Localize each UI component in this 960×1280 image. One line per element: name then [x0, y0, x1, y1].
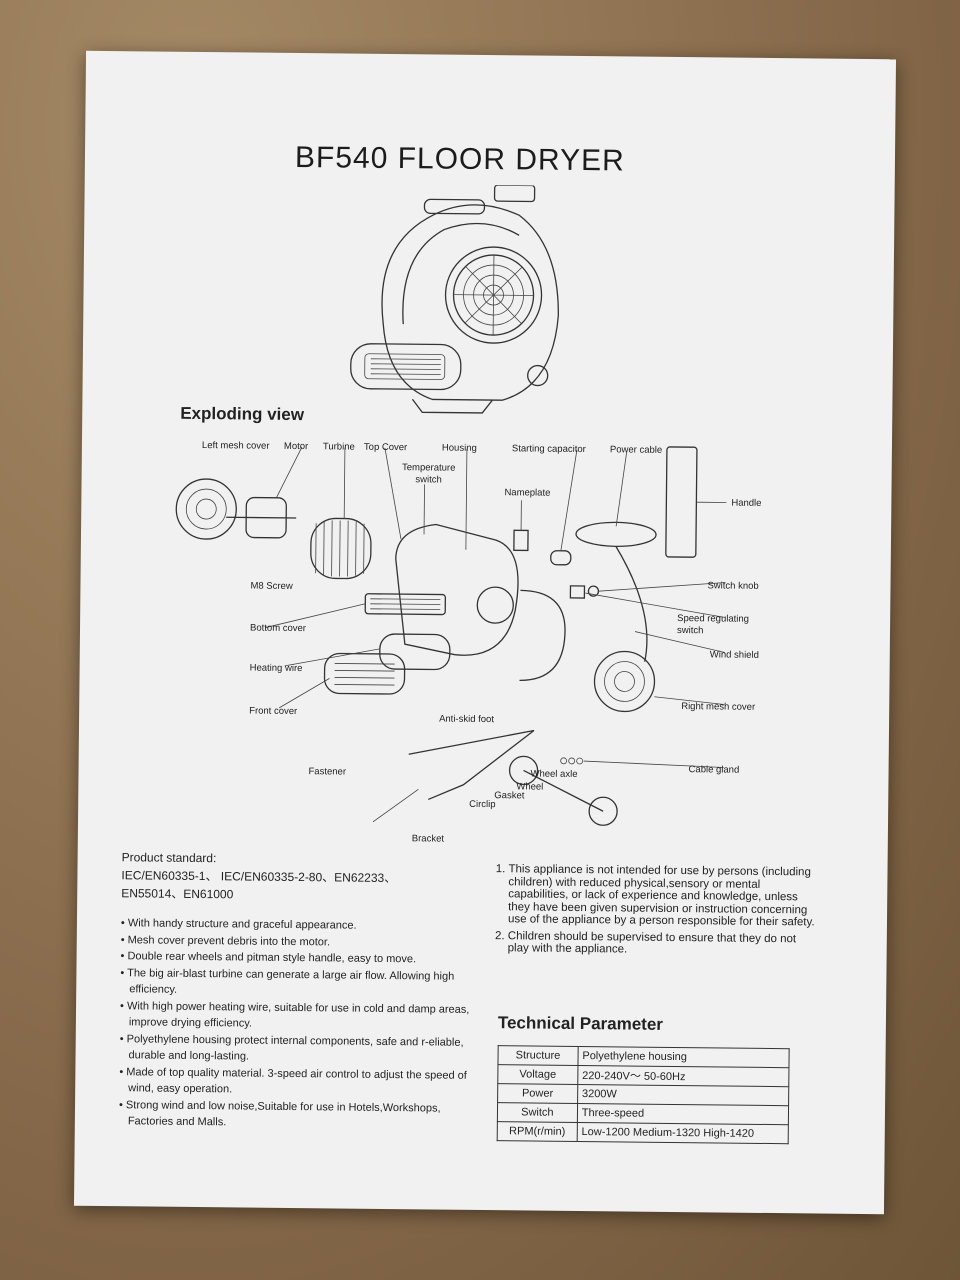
label-circlip: Circlip	[469, 798, 496, 811]
label-right-mesh-cover: Right mesh cover	[681, 701, 756, 713]
label-power-cable: Power cable	[609, 444, 663, 456]
label-nameplate: Nameplate	[504, 487, 551, 499]
label-handle: Handle	[731, 497, 762, 509]
feature-item: The big air-blast turbine can generate a…	[120, 965, 480, 1002]
param-value: 220-240V～ 50-60Hz	[577, 1065, 789, 1087]
param-name: RPM(r/min)	[497, 1121, 578, 1142]
page-title: BF540 FLOOR DRYER	[294, 140, 626, 178]
param-value: 3200W	[577, 1084, 789, 1106]
label-turbine: Turbine	[322, 441, 355, 453]
label-fastener: Fastener	[308, 766, 347, 778]
label-cable-gland: Cable gland	[688, 764, 740, 776]
feature-item: With high power heating wire, suitable f…	[120, 998, 480, 1035]
param-value: Polyethylene housing	[577, 1046, 790, 1068]
feature-list: With handy structure and graceful appear…	[119, 915, 481, 1133]
param-name: Power	[497, 1083, 578, 1104]
label-top-cover: Top Cover	[363, 441, 408, 454]
param-name: Switch	[497, 1102, 578, 1123]
label-speed-regulating-switch: Speed regulating switch	[676, 613, 750, 637]
label-temperature-switch: Temperature switch	[401, 462, 456, 486]
product-standard-line2: EN55014、EN61000	[121, 886, 234, 902]
label-front-cover: Front cover	[249, 705, 298, 718]
label-motor: Motor	[283, 440, 309, 453]
warning-item: This appliance is not intended for use b…	[508, 863, 819, 929]
param-value: Three-speed	[577, 1103, 789, 1125]
label-wheel-axle: Wheel axle	[530, 768, 578, 780]
technical-parameter-heading: Technical Parameter	[497, 1013, 664, 1034]
instruction-sheet: BF540 FLOOR DRYER Exploding view	[73, 50, 897, 1215]
label-bottom-cover: Bottom cover	[249, 622, 307, 635]
label-housing: Housing	[441, 442, 477, 454]
floor-dryer-illustration	[350, 184, 559, 414]
feature-item: Strong wind and low noise,Suitable for u…	[119, 1097, 479, 1134]
safety-warnings: This appliance is not intended for use b…	[492, 863, 819, 962]
feature-item: Polyethylene housing protect internal co…	[119, 1031, 479, 1068]
param-value: Low-1200 Medium-1320 High-1420	[576, 1122, 789, 1144]
label-wind-shield: Wind shield	[709, 649, 759, 661]
exploding-view-heading: Exploding view	[180, 403, 305, 425]
label-starting-capacitor: Starting capacitor	[511, 443, 586, 456]
label-left-mesh-cover: Left mesh cover	[201, 440, 270, 452]
label-anti-skid-foot: Anti-skid foot	[439, 713, 495, 726]
label-gasket: Gasket	[494, 790, 525, 802]
table-row: RPM(r/min)Low-1200 Medium-1320 High-1420	[497, 1121, 789, 1144]
label-heating-wire: Heating wire	[249, 662, 303, 675]
warning-item: Children should be supervised to ensure …	[508, 930, 818, 958]
label-bracket: Bracket	[411, 833, 445, 845]
param-name: Voltage	[497, 1064, 578, 1085]
feature-item: Made of top quality material. 3-speed ai…	[119, 1064, 479, 1101]
product-standard: Product standard: IEC/EN60335-1、 IEC/EN6…	[121, 848, 396, 905]
param-name: Structure	[497, 1045, 578, 1066]
label-switch-knob: Switch knob	[707, 580, 759, 592]
label-m8-screw: M8 Screw	[250, 580, 293, 592]
exploded-view-diagram	[175, 446, 727, 826]
